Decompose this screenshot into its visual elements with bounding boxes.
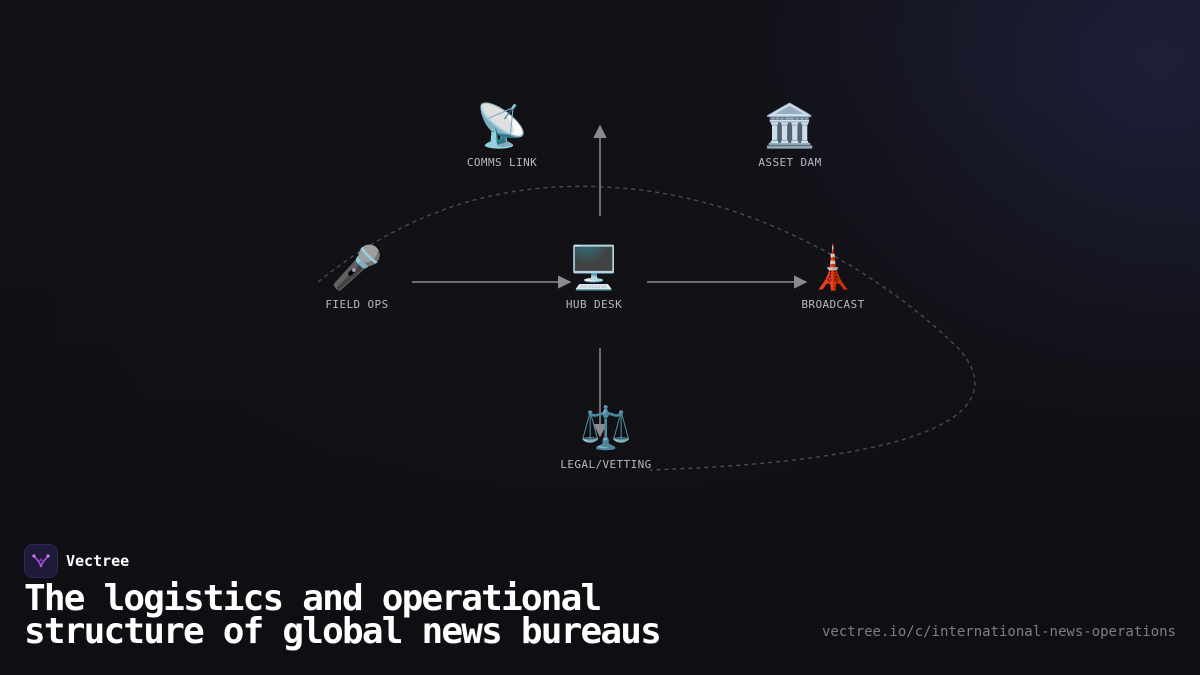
desktop-computer-icon: 🖥️ [567, 243, 621, 292]
node-asset-dam[interactable]: 🏛️ ASSET DAM [758, 100, 821, 169]
node-field-ops[interactable]: 🎤 FIELD OPS [325, 242, 388, 311]
node-label: HUB DESK [565, 298, 623, 311]
node-hub-desk[interactable]: 🖥️ HUB DESK [566, 242, 622, 311]
classical-building-icon: 🏛️ [763, 101, 817, 150]
satellite-antenna-icon: 📡 [475, 101, 529, 150]
node-legal-vetting[interactable]: ⚖️ LEGAL/VETTING [560, 402, 651, 471]
vectree-logo-icon [24, 544, 58, 578]
brand[interactable]: Vectree [24, 544, 129, 578]
node-comms-link[interactable]: 📡 COMMS LINK [467, 100, 537, 169]
brand-name: Vectree [66, 552, 130, 570]
broadcast-tower-icon: 🗼 [806, 243, 860, 292]
node-label: ASSET DAM [758, 156, 822, 169]
node-label: FIELD OPS [325, 298, 389, 311]
node-label: LEGAL/VETTING [560, 458, 652, 471]
node-label: COMMS LINK [466, 156, 538, 169]
node-label: BROADCAST [801, 298, 865, 311]
scales-icon: ⚖️ [579, 403, 633, 452]
microphone-icon: 🎤 [330, 243, 384, 292]
dashed-orbit-path [317, 185, 976, 471]
node-broadcast[interactable]: 🗼 BROADCAST [801, 242, 864, 311]
page-url[interactable]: vectree.io/c/international-news-operatio… [821, 624, 1176, 640]
page-title: The logistics and operational structure … [24, 578, 662, 652]
